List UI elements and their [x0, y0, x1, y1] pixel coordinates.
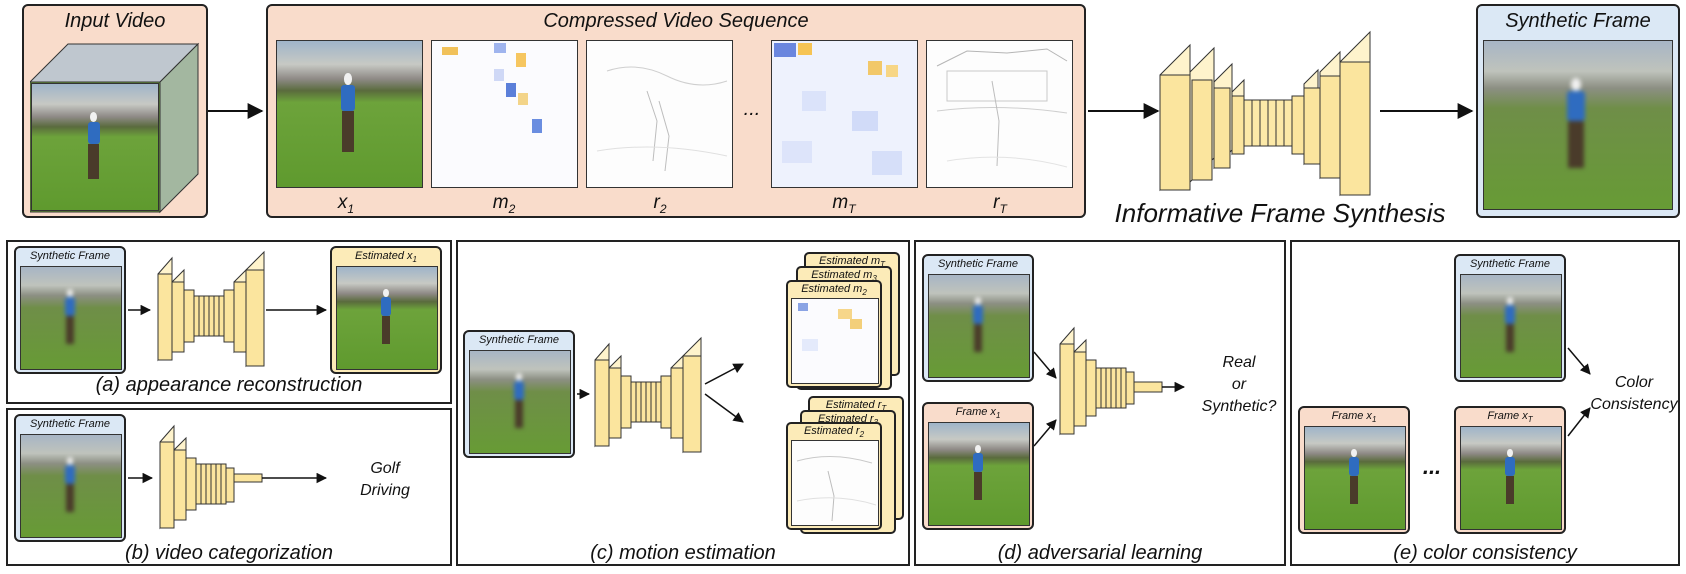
panel-e-ellipsis: ...: [1422, 454, 1442, 479]
motion-vector-mT: [771, 40, 918, 188]
informative-frame-synthesis-network: [1159, 30, 1371, 197]
panel-e-frame-xT: Frame xT: [1454, 406, 1566, 534]
synthesis-caption: Informative Frame Synthesis: [1114, 198, 1446, 228]
panel-e-synthetic: Synthetic Frame: [1454, 254, 1566, 382]
panel-e-caption: (e) color consistency: [1393, 542, 1577, 564]
panel-d-input-real: Frame x1: [922, 402, 1034, 530]
panel-d-input-synthetic-label: Synthetic Frame: [937, 258, 1019, 270]
estimated-r2: Estimated r2: [786, 422, 882, 530]
panel-d-caption: (d) adversarial learning: [997, 542, 1203, 564]
panel-a-output: Estimated x1: [330, 246, 442, 374]
estimated-m2: Estimated m2: [786, 280, 882, 388]
frame-x1: [276, 40, 423, 188]
panel-b-input-label: Synthetic Frame: [29, 418, 111, 430]
residual-rT: [926, 40, 1073, 188]
synthetic-frame-box: Synthetic Frame: [1476, 4, 1680, 218]
synthetic-frame-image: [1483, 40, 1673, 210]
label-mT: mT: [832, 192, 856, 216]
top-arrows-and-network: [208, 30, 1474, 197]
panel-d-input-real-label: Frame x1: [955, 406, 1001, 421]
panel-a-caption: (a) appearance reconstruction: [95, 374, 363, 396]
residual-r2: [586, 40, 733, 188]
panel-a-input: Synthetic Frame: [14, 246, 126, 374]
panel-a-input-label: Synthetic Frame: [29, 250, 111, 262]
panel-e-frame-xT-label: Frame xT: [1487, 410, 1533, 425]
panel-e-frame-x1-label: Frame x1: [1331, 410, 1377, 425]
label-x1: x1: [337, 192, 355, 216]
input-video-box: Input Video: [22, 4, 208, 218]
panel-e-synthetic-label: Synthetic Frame: [1469, 258, 1551, 270]
compressed-sequence-title: Compressed Video Sequence: [543, 10, 809, 32]
panel-c-input: Synthetic Frame: [463, 330, 575, 458]
motion-vector-m2: [431, 40, 578, 188]
panel-c-input-label: Synthetic Frame: [478, 334, 560, 346]
label-r2: r2: [653, 192, 667, 216]
sequence-ellipsis: ...: [743, 98, 761, 120]
panel-b-input: Synthetic Frame: [14, 414, 126, 542]
synthetic-frame-title: Synthetic Frame: [1505, 10, 1651, 32]
label-m2: m2: [492, 192, 516, 216]
panel-d-network: [1034, 326, 1186, 447]
panel-e-arrows: [1567, 347, 1591, 437]
input-video-title: Input Video: [64, 10, 166, 32]
panel-c-network: [577, 336, 744, 454]
panel-a-network: [128, 250, 328, 368]
panel-e-frame-x1: Frame x1: [1298, 406, 1410, 534]
panel-b-caption: (b) video categorization: [125, 542, 333, 564]
label-rT: rT: [993, 192, 1007, 216]
panel-c-caption: (c) motion estimation: [590, 542, 776, 564]
input-video-frame: [31, 83, 159, 211]
panel-d-input-synthetic: Synthetic Frame: [922, 254, 1034, 382]
panel-b-network: [128, 424, 328, 530]
panel-a-output-label: Estimated x1: [355, 250, 417, 265]
